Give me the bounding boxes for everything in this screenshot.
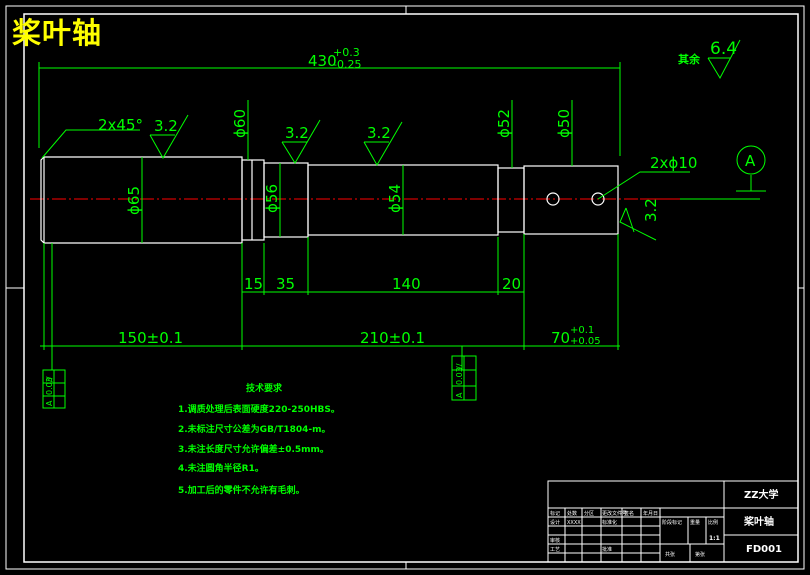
len-210: 210±0.1 bbox=[360, 329, 425, 347]
tech-item-4: 4.未注圆角半径R1。 bbox=[178, 462, 264, 474]
hole-left bbox=[546, 192, 560, 206]
len-20: 20 bbox=[502, 275, 521, 293]
school-name: ZZ大学 bbox=[744, 488, 779, 501]
tb-cell-3: 更改文件号 bbox=[602, 510, 627, 517]
tb-cell-4: 签名 bbox=[624, 510, 634, 517]
hole-right bbox=[591, 192, 605, 206]
len-70-tol-upper: +0.1 bbox=[570, 325, 594, 336]
dia-52: ϕ52 bbox=[495, 109, 513, 138]
drawing-number: FD001 bbox=[746, 544, 782, 555]
datum-circle bbox=[736, 145, 766, 175]
tech-item-3: 3.未注长度尺寸允许偏差±0.5mm。 bbox=[178, 443, 329, 455]
tol-mid-datum: A bbox=[455, 392, 464, 398]
len-35: 35 bbox=[276, 275, 295, 293]
datum-label: A bbox=[745, 152, 756, 170]
roughness-rest-value: 6.4 bbox=[710, 39, 737, 59]
roughness-3: 3.2 bbox=[367, 124, 391, 142]
roughness-1: 3.2 bbox=[154, 117, 178, 135]
tb-cell-16: 第张 bbox=[695, 551, 705, 558]
tb-cell-15: 共张 bbox=[665, 551, 675, 558]
tb-cell-5: 年月日 bbox=[643, 510, 658, 517]
dia-65: ϕ65 bbox=[125, 186, 143, 215]
len-70: 70 bbox=[551, 329, 570, 347]
tb-cell-14: 批准 bbox=[602, 546, 612, 553]
drawing-title: 桨叶轴 bbox=[12, 16, 103, 50]
tb-cell-0: 标记 bbox=[550, 510, 560, 517]
tb-cell-10: 重量 bbox=[690, 519, 700, 526]
dia-60: ϕ60 bbox=[231, 109, 249, 138]
scale-value: 1:1 bbox=[709, 535, 720, 542]
tb-cell-12: 审核 bbox=[550, 537, 560, 544]
dia-54: ϕ54 bbox=[386, 184, 404, 213]
overall-tol-lower: -0.25 bbox=[333, 58, 361, 71]
tolerance-frame-left bbox=[42, 369, 66, 409]
len-15: 15 bbox=[244, 275, 263, 293]
tol-mid-symbol: // bbox=[455, 363, 464, 369]
overall-length: 430 bbox=[308, 52, 337, 70]
tb-cell-8: 标准化 bbox=[602, 519, 617, 526]
roughness-rest-label: 其余 bbox=[678, 52, 701, 66]
len-140: 140 bbox=[392, 275, 421, 293]
dia-56: ϕ56 bbox=[263, 184, 281, 213]
tb-cell-6: 设计 bbox=[550, 519, 560, 526]
tb-cell-9: 阶段标记 bbox=[662, 519, 682, 526]
tb-cell-11: 比例 bbox=[708, 519, 718, 526]
tb-cell-13: 工艺 bbox=[550, 547, 560, 553]
tech-item-1: 1.调质处理后表面硬度220-250HBS。 bbox=[178, 403, 340, 415]
part-name: 桨叶轴 bbox=[743, 515, 774, 528]
tb-cell-7: XXXX bbox=[567, 520, 581, 526]
chamfer-label: 2x45° bbox=[98, 116, 143, 134]
overall-tol-upper: +0.3 bbox=[333, 46, 360, 59]
tol-left-value: 0.03 bbox=[45, 377, 54, 395]
len-150: 150±0.1 bbox=[118, 329, 183, 347]
tech-item-5: 5.加工后的零件不允许有毛刺。 bbox=[178, 484, 305, 496]
tb-cell-2: 分区 bbox=[584, 510, 594, 517]
tol-left-datum: A bbox=[45, 400, 54, 406]
tol-left-symbol: // bbox=[45, 376, 54, 382]
tb-cell-1: 处数 bbox=[567, 510, 577, 517]
holes-label: 2xϕ10 bbox=[650, 154, 697, 172]
tol-mid-value: 0.03 bbox=[455, 367, 464, 385]
tolerance-frame-mid bbox=[451, 355, 477, 401]
title-block bbox=[547, 480, 799, 563]
roughness-4: 3.2 bbox=[642, 198, 660, 222]
tech-heading: 技术要求 bbox=[246, 382, 283, 394]
len-70-tol-lower: +0.05 bbox=[570, 336, 601, 347]
dimension-lines bbox=[38, 39, 766, 370]
tech-item-2: 2.未标注尺寸公差为GB/T1804-m。 bbox=[178, 423, 331, 435]
roughness-2: 3.2 bbox=[285, 124, 309, 142]
dia-50: ϕ50 bbox=[555, 109, 573, 138]
